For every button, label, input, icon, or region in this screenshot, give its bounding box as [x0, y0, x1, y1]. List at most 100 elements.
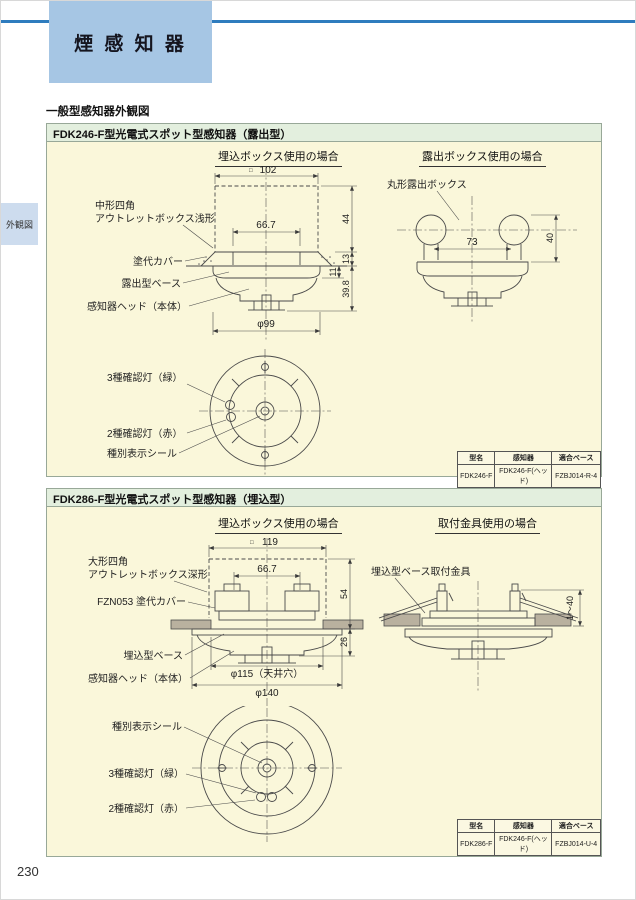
- fdk246f-section-drawing: □ 102 66.7 φ99 44: [87, 165, 357, 340]
- dim-box-width: □ 102: [214, 165, 319, 184]
- screw-slots: [217, 741, 317, 795]
- svg-text:φ140: φ140: [255, 688, 279, 699]
- outlet-box-outline: [214, 185, 319, 252]
- svg-text:感知器ヘッド（本体）: 感知器ヘッド（本体）: [87, 300, 187, 313]
- svg-text:2種確認灯（赤）: 2種確認灯（赤）: [108, 802, 184, 815]
- page-title: 煙 感 知 器: [49, 1, 212, 83]
- spec-col-base: 適合ベース: [551, 451, 601, 465]
- caption-embedded-box: 埋込ボックス使用の場合: [215, 148, 342, 167]
- fdk286f-spec-table: 型名 感知器 適合ベース FDK286-F FDK246-F(ヘッド) FZBJ…: [456, 819, 601, 856]
- spec-cell-detector: FDK246-F(ヘッド): [494, 832, 553, 856]
- svg-text:40: 40: [545, 233, 555, 243]
- label-detector-head: 感知器ヘッド（本体）: [87, 288, 250, 313]
- fdk286f-section-drawing: □ 119 66.7 54 26: [88, 537, 364, 706]
- dim-screw-pitch: 66.7: [232, 220, 301, 246]
- svg-text:φ115（天井穴）: φ115（天井穴）: [231, 667, 303, 680]
- svg-text:露出型ベース: 露出型ベース: [122, 277, 182, 290]
- spec-cell-base: FZBJ014-R-4: [551, 464, 601, 488]
- svg-text:13: 13: [341, 254, 351, 264]
- label-outlet-box: 中形四角 アウトレットボックス浅形: [95, 199, 215, 249]
- svg-text:φ99: φ99: [257, 319, 275, 330]
- round-box-outline: [415, 214, 530, 260]
- dim-flange-dia: φ140: [191, 637, 343, 699]
- spec-col-model: 型名: [456, 819, 496, 833]
- caption-exposed-box: 露出ボックス使用の場合: [419, 148, 546, 167]
- label-bracket: 埋込型ベース取付金具: [371, 565, 471, 614]
- fdk246f-spec-table: 型名 感知器 適合ベース FDK246-F FDK246-F(ヘッド) FZBJ…: [456, 451, 601, 488]
- svg-text:1～40: 1～40: [565, 596, 575, 620]
- dim-base-height: 26: [299, 628, 355, 657]
- panel-fdk246f: FDK246-F型光電式スポット型感知器（露出型） 埋込ボックス使用の場合 露出…: [46, 123, 602, 488]
- screw-slots: [231, 361, 299, 461]
- dim-round-box-pitch: 73: [433, 237, 512, 251]
- spec-col-detector: 感知器: [494, 451, 553, 465]
- ceiling-slabs: [383, 613, 572, 627]
- recessed-base-flange: [191, 628, 343, 636]
- label-type-seal: 種別表示シール: [112, 720, 263, 764]
- svg-text:3種確認灯（緑）: 3種確認灯（緑）: [107, 371, 183, 384]
- base-circles: [209, 355, 321, 467]
- svg-text:66.7: 66.7: [257, 564, 277, 575]
- fdk286f-bracket-drawing: 埋込型ベース取付金具 1～40: [371, 565, 584, 691]
- detector-head-outline: [196, 634, 338, 664]
- label-type-seal: 種別表示シール: [107, 415, 261, 460]
- dim-base-dia: φ99: [212, 312, 321, 335]
- caption-embedded-box2: 埋込ボックス使用の場合: [215, 515, 342, 534]
- panel-fdk286f: FDK286-F型光電式スポット型感知器（埋込型） 埋込ボックス使用の場合 取付…: [46, 488, 602, 857]
- indicator-lamps: [225, 400, 236, 422]
- svg-text:66.7: 66.7: [256, 220, 276, 231]
- bracket-posts: [436, 583, 527, 612]
- detector-outline: [416, 261, 529, 307]
- svg-text:埋込型ベース取付金具: 埋込型ベース取付金具: [371, 565, 471, 578]
- centerlines: [397, 196, 577, 324]
- svg-text:種別表示シール: 種別表示シール: [112, 720, 182, 733]
- svg-text:埋込型ベース: 埋込型ベース: [124, 649, 184, 662]
- dim-round-box-height: 40: [531, 214, 560, 263]
- outlet-box-outline: [208, 558, 327, 618]
- recessed-base-flange: [421, 610, 536, 627]
- svg-text:種別表示シール: 種別表示シール: [107, 447, 177, 460]
- svg-text:□: □: [250, 540, 254, 546]
- table-row: FDK286-F FDK246-F(ヘッド) FZBJ014-U-4: [456, 832, 601, 856]
- svg-text:44: 44: [341, 214, 351, 224]
- svg-text:119: 119: [262, 537, 278, 548]
- dim-ceiling-hole: φ115（天井穴）: [210, 637, 324, 680]
- label-exposed-base: 露出型ベース: [122, 271, 230, 290]
- section-heading: 一般型感知器外観図: [46, 106, 150, 118]
- accent-rule: [1, 20, 635, 23]
- svg-text:11: 11: [328, 267, 338, 276]
- spec-cell-detector: FDK246-F(ヘッド): [494, 464, 553, 488]
- indicator-lamps: [256, 792, 277, 802]
- page-number: 230: [17, 864, 39, 879]
- spec-cell-base: FZBJ014-U-4: [551, 832, 601, 856]
- svg-text:FZN053 塗代カバー: FZN053 塗代カバー: [97, 595, 186, 608]
- svg-text:102: 102: [260, 165, 277, 176]
- ceiling-slabs: [170, 619, 364, 630]
- label-lamp3: 3種確認灯（緑）: [108, 767, 257, 794]
- label-round-box: 丸形露出ボックス: [387, 178, 467, 221]
- dim-box-width: □ 119: [208, 537, 327, 557]
- caption-bracket: 取付金具使用の場合: [435, 515, 540, 534]
- dim-bracket-range: 1～40: [521, 589, 584, 627]
- label-lamp3: 3種確認灯（緑）: [107, 371, 226, 403]
- label-recessed-base: 埋込型ベース: [124, 633, 225, 662]
- spec-cell-model: FDK286-F: [456, 832, 496, 856]
- svg-text:3種確認灯（緑）: 3種確認灯（緑）: [108, 767, 184, 780]
- svg-text:2種確認灯（赤）: 2種確認灯（赤）: [107, 427, 183, 440]
- spec-cell-model: FDK246-F: [456, 464, 496, 488]
- detector-head-outline: [215, 277, 318, 311]
- label-lamp2: 2種確認灯（赤）: [107, 419, 227, 440]
- plaster-cover-outline: [214, 583, 320, 621]
- svg-text:73: 73: [466, 237, 478, 248]
- spec-col-base: 適合ベース: [551, 819, 601, 833]
- svg-text:塗代カバー: 塗代カバー: [133, 255, 183, 268]
- dim-screw-pitch: 66.7: [233, 564, 301, 590]
- dim-box-height: 54: [328, 558, 355, 630]
- fdk246f-round-box-drawing: 丸形露出ボックス 73 40: [387, 178, 577, 324]
- svg-text:中形四角: 中形四角: [95, 199, 135, 212]
- exposed-base-outline: [212, 266, 321, 279]
- plaster-cover-outline: [198, 251, 335, 267]
- svg-text:26: 26: [339, 637, 349, 647]
- label-plaster-cover: 塗代カバー: [133, 255, 206, 268]
